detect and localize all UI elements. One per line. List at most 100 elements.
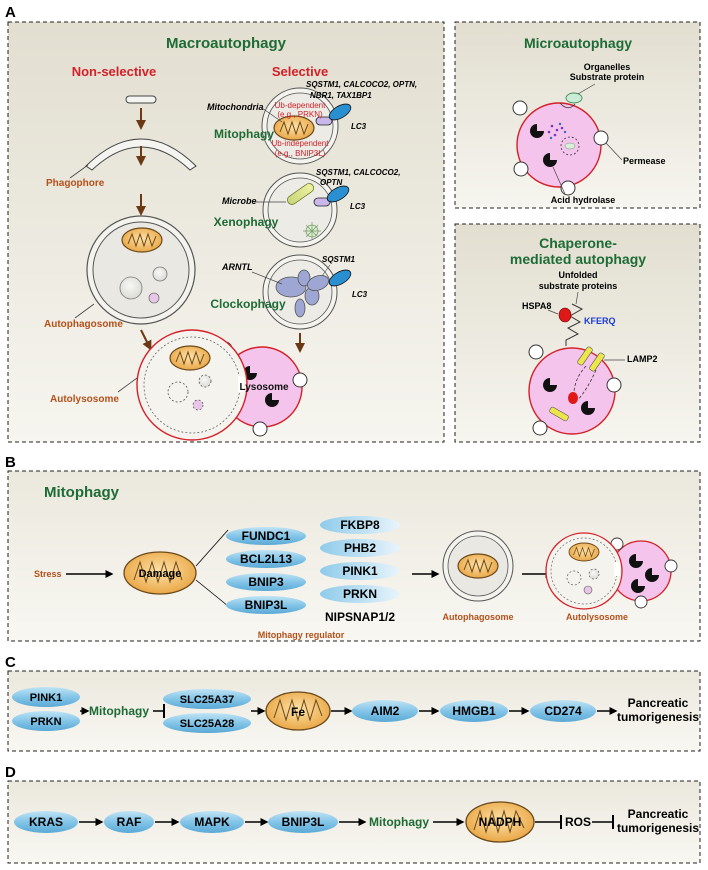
autophagosome-nonselective bbox=[86, 215, 196, 325]
regulator-pill bbox=[226, 550, 306, 568]
regulator-pill bbox=[320, 539, 400, 557]
membrane-fragment bbox=[125, 95, 157, 104]
micro-hydrolase-pointer bbox=[552, 166, 566, 195]
nadph-mitochondrion bbox=[465, 801, 535, 843]
regulator-label: NIPSNAP1/2 bbox=[325, 610, 395, 624]
mitophagy-diagram bbox=[261, 87, 352, 165]
regulators-right: FKBP8 PHB2 PINK1 PRKN NIPSNAP1/2 bbox=[320, 516, 400, 624]
mapk-pill bbox=[180, 811, 244, 833]
regulator-label: BNIP3L bbox=[245, 598, 288, 612]
mitophagy-ub-independent-1: Ub-independent bbox=[272, 139, 330, 148]
panel-b-letter: B bbox=[5, 454, 16, 471]
autolysosome-b-label: Autolysosome bbox=[566, 612, 628, 622]
autophagosome-b bbox=[442, 530, 514, 602]
cd274-pill bbox=[530, 700, 596, 722]
panel-d-letter: D bbox=[5, 764, 16, 781]
regulator-label: BCL2L13 bbox=[240, 552, 292, 566]
slc25a37-pill bbox=[163, 689, 251, 709]
regulator-pill bbox=[320, 516, 400, 534]
panel-c-outcome-1: Pancreatic bbox=[628, 696, 689, 710]
mitophagy-ub-dependent-1: Ub-dependent bbox=[275, 101, 326, 110]
arrow-to-autolysosome-left bbox=[140, 329, 152, 351]
prkn-pill bbox=[12, 711, 80, 731]
hspa8-marker bbox=[558, 307, 572, 323]
cd274-label: CD274 bbox=[544, 704, 582, 718]
clockophagy-label: Clockophagy bbox=[210, 297, 286, 311]
cma-hspa8-pointer bbox=[547, 309, 559, 315]
micro-substrate: Substrate protein bbox=[570, 72, 645, 82]
phagophore-label: Phagophore bbox=[46, 178, 105, 189]
regulator-label: BNIP3 bbox=[248, 575, 284, 589]
xenophagy-receptors-2: OPTN bbox=[320, 178, 342, 187]
bnip3l-label: BNIP3L bbox=[282, 815, 325, 829]
raf-pill bbox=[104, 811, 154, 833]
clockophagy-cargo: ARNTL bbox=[221, 262, 253, 272]
regulators-left: FUNDC1 BCL2L13 BNIP3 BNIP3L bbox=[226, 527, 306, 614]
panel-d-mitophagy: Mitophagy bbox=[369, 815, 429, 829]
macro-title: Macroautophagy bbox=[166, 35, 287, 52]
micro-hydrolase: Acid hydrolase bbox=[551, 195, 616, 205]
nadph-label: NADPH bbox=[479, 815, 522, 829]
panel-c-outcome-2: tumorigenesis bbox=[617, 710, 699, 724]
cma-substrate-chain bbox=[565, 303, 584, 346]
mitophagy-lc3: LC3 bbox=[351, 122, 367, 131]
selective-label: Selective bbox=[272, 64, 328, 79]
phagophore bbox=[85, 138, 197, 171]
pink1-pill bbox=[12, 687, 80, 707]
panel-c-letter: C bbox=[5, 654, 16, 671]
mitophagy-cargo-pointer bbox=[261, 107, 283, 123]
micro-lysosome bbox=[512, 92, 609, 196]
micro-permease: Permease bbox=[623, 156, 666, 166]
regulator-pill bbox=[226, 527, 306, 545]
raf-label: RAF bbox=[117, 815, 142, 829]
autophagosome-label: Autophagosome bbox=[44, 319, 123, 330]
autolysosome-b bbox=[545, 532, 678, 610]
mapk-label: MAPK bbox=[194, 815, 230, 829]
aim2-pill bbox=[352, 700, 418, 722]
mitophagy-receptors-1: SQSTM1, CALCOCO2, OPTN, bbox=[306, 80, 417, 89]
kras-label: KRAS bbox=[29, 815, 63, 829]
prkn-label: PRKN bbox=[30, 716, 61, 728]
clockophagy-lc3: LC3 bbox=[352, 290, 368, 299]
xenophagy-diagram bbox=[262, 172, 350, 248]
regulator-label: FKBP8 bbox=[340, 518, 380, 532]
mitophagy-ub-dependent-2: (e.g., PRKN) bbox=[277, 110, 323, 119]
micro-substrate-pointer bbox=[577, 83, 596, 95]
cma-hspa8: HSPA8 bbox=[522, 301, 551, 311]
slc25a28-label: SLC25A28 bbox=[180, 718, 234, 730]
regulator-pill bbox=[320, 562, 400, 580]
cma-unfolded-2: substrate proteins bbox=[539, 281, 618, 291]
mitophagy-label: Mitophagy bbox=[214, 127, 274, 141]
kras-pill bbox=[14, 811, 78, 833]
micro-title: Microautophagy bbox=[524, 35, 632, 51]
regulator-label: PINK1 bbox=[342, 564, 378, 578]
mitophagy-receptors-2: NBR1, TAX1BP1 bbox=[310, 91, 372, 100]
xenophagy-cargo: Microbe bbox=[222, 196, 257, 206]
nonselective-label: Non-selective bbox=[72, 64, 157, 79]
mitophagy-cargo: Mitochondria bbox=[207, 102, 264, 112]
clockophagy-receptor: SQSTM1 bbox=[322, 255, 355, 264]
regulator-pill bbox=[226, 573, 306, 591]
fe-mitochondrion bbox=[265, 691, 331, 731]
regulator-label: PHB2 bbox=[344, 541, 376, 555]
hmgb1-label: HMGB1 bbox=[452, 704, 496, 718]
cma-lysosome bbox=[528, 344, 622, 436]
autophagosome-b-label: Autophagosome bbox=[443, 612, 514, 622]
pink1-label: PINK1 bbox=[30, 692, 62, 704]
cma-title-2: mediated autophagy bbox=[510, 251, 646, 267]
slc25a37-label: SLC25A37 bbox=[180, 694, 234, 706]
fe-label: Fe bbox=[291, 705, 305, 719]
damage-fan-top bbox=[195, 529, 229, 567]
cma-kferq: KFERQ bbox=[584, 316, 616, 326]
autophagosome-pointer bbox=[74, 303, 95, 319]
panel-b-title: Mitophagy bbox=[44, 484, 120, 501]
panel-a-letter: A bbox=[5, 4, 16, 21]
mitophagy-ub-independent-2: (e.g., BNIP3L) bbox=[275, 149, 326, 158]
phagophore-pointer bbox=[69, 164, 89, 179]
bnip3l-pill bbox=[268, 811, 338, 833]
regulator-pill bbox=[226, 596, 306, 614]
panel-c-mitophagy: Mitophagy bbox=[89, 704, 149, 718]
micro-organelles: Organelles bbox=[584, 62, 631, 72]
stress-label: Stress bbox=[34, 569, 62, 579]
